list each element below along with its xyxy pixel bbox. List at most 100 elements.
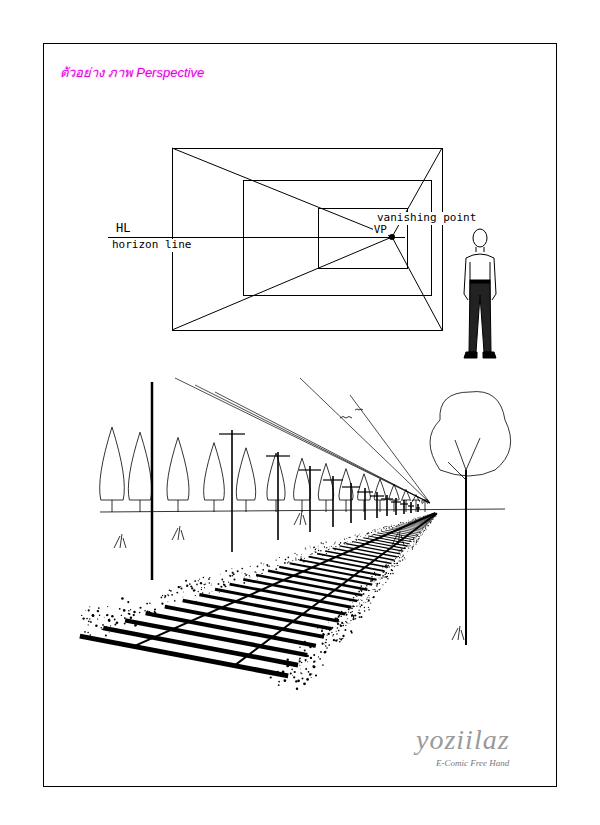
gravel-dot bbox=[250, 566, 251, 567]
gravel-dot bbox=[406, 543, 408, 545]
gravel-dot bbox=[433, 518, 435, 520]
gravel-dot bbox=[314, 645, 316, 647]
gravel-dot bbox=[358, 591, 360, 593]
tree bbox=[267, 453, 285, 500]
gravel-dot bbox=[413, 541, 414, 542]
gravel-dot bbox=[286, 658, 289, 661]
gravel-dot bbox=[225, 585, 227, 587]
gravel-dot bbox=[356, 596, 357, 597]
gravel-dot bbox=[387, 578, 389, 580]
gravel-dot bbox=[221, 579, 223, 581]
gravel-dot bbox=[371, 576, 373, 578]
gravel-dot bbox=[379, 528, 381, 530]
gravel-dot bbox=[321, 635, 323, 637]
pole bbox=[410, 502, 412, 513]
gravel-dot bbox=[108, 619, 111, 622]
gravel-dot bbox=[318, 550, 319, 551]
gravel-dot bbox=[208, 578, 210, 580]
gravel-dot bbox=[420, 534, 422, 536]
horizon-label: HL bbox=[115, 222, 131, 236]
gravel-dot bbox=[392, 565, 393, 566]
gravel-dot bbox=[367, 533, 369, 535]
gravel-dot bbox=[190, 586, 192, 588]
pole bbox=[277, 452, 279, 540]
gravel-dot bbox=[425, 526, 427, 528]
gravel-dot bbox=[367, 597, 368, 598]
gravel-dot bbox=[305, 659, 307, 661]
gravel-dot bbox=[395, 558, 396, 559]
gravel-dot bbox=[382, 571, 384, 573]
gravel-dot bbox=[374, 579, 375, 580]
gravel-dot bbox=[383, 527, 385, 529]
gravel-dot bbox=[369, 590, 370, 591]
gravel-dot bbox=[425, 529, 426, 530]
gravel-dot bbox=[365, 587, 367, 589]
gravel-dot bbox=[196, 601, 197, 602]
gravel-dot bbox=[347, 541, 349, 543]
gravel-dot bbox=[95, 624, 98, 627]
gravel-dot bbox=[110, 625, 111, 626]
gravel-dot bbox=[211, 583, 213, 585]
gravel-dot bbox=[304, 649, 306, 651]
tree-trunk bbox=[112, 500, 113, 512]
gravel-dot bbox=[364, 610, 366, 612]
gravel-dot bbox=[317, 547, 319, 549]
gravel-dot bbox=[191, 587, 193, 589]
gravel-dot bbox=[84, 636, 85, 637]
gravel-dot bbox=[149, 612, 151, 614]
gravel-dot bbox=[391, 569, 392, 570]
tree-trunk bbox=[326, 500, 327, 512]
gravel-dot bbox=[88, 624, 89, 625]
gravel-dot bbox=[202, 592, 203, 593]
pole bbox=[151, 382, 154, 580]
gravel-dot bbox=[223, 581, 225, 583]
gravel-dot bbox=[309, 673, 311, 675]
gravel-dot bbox=[353, 597, 355, 599]
man-figure bbox=[464, 229, 496, 358]
gravel-dot bbox=[402, 556, 403, 557]
gravel-dot bbox=[368, 595, 369, 596]
gravel-dot bbox=[351, 614, 353, 616]
gravel-dot bbox=[419, 532, 420, 533]
gravel-dot bbox=[396, 552, 398, 554]
gravel-dot bbox=[374, 572, 375, 573]
gravel-dot bbox=[401, 551, 403, 553]
gravel-dot bbox=[84, 631, 86, 633]
gravel-dot bbox=[424, 530, 426, 532]
gravel-dot bbox=[394, 561, 395, 562]
gravel-dot bbox=[420, 533, 421, 534]
gravel-dot bbox=[337, 619, 339, 621]
gravel-dot bbox=[170, 590, 172, 592]
gravel-dot bbox=[288, 557, 290, 559]
gravel-dot bbox=[324, 651, 327, 654]
gravel-dot bbox=[342, 638, 343, 639]
gravel-dot bbox=[403, 521, 405, 523]
gravel-dot bbox=[368, 601, 369, 602]
pole-crossbar bbox=[323, 479, 343, 480]
gravel-dot bbox=[347, 544, 349, 546]
gravel-dot bbox=[374, 533, 376, 535]
gravel-dot bbox=[427, 525, 429, 527]
gravel-dot bbox=[434, 515, 436, 517]
tree-trunk bbox=[465, 470, 467, 645]
gravel-dot bbox=[412, 543, 414, 545]
gravel-dot bbox=[360, 595, 362, 597]
gravel-dot bbox=[307, 661, 308, 662]
gravel-dot bbox=[402, 522, 404, 524]
gravel-dot bbox=[418, 536, 419, 537]
gravel-dot bbox=[328, 546, 330, 548]
gravel-dot bbox=[107, 606, 108, 607]
gravel-dot bbox=[266, 564, 268, 566]
tree bbox=[128, 432, 151, 500]
gravel-dot bbox=[366, 599, 367, 600]
gravel-dot bbox=[293, 676, 295, 678]
gravel-dot bbox=[246, 574, 248, 576]
gravel-dot bbox=[363, 593, 365, 595]
gravel-dot bbox=[310, 556, 312, 558]
gravel-dot bbox=[431, 518, 433, 520]
gravel-dot bbox=[300, 668, 302, 670]
gravel-dot bbox=[331, 628, 332, 629]
gravel-dot bbox=[88, 609, 90, 611]
gravel-dot bbox=[392, 573, 394, 575]
gravel-dot bbox=[406, 521, 408, 523]
